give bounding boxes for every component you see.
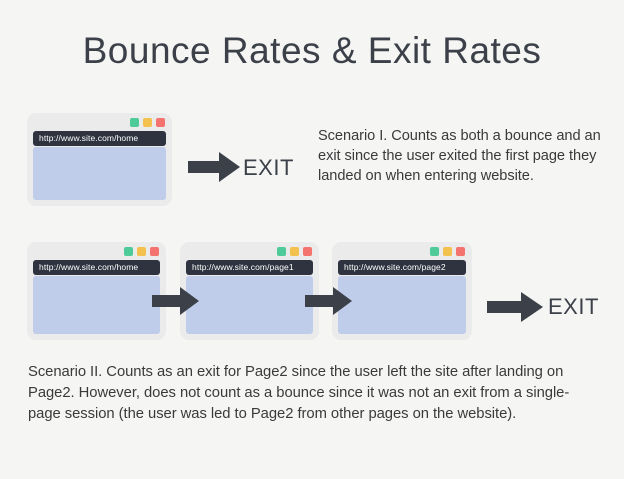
- scenario-one-description: Scenario I. Counts as both a bounce and …: [318, 128, 601, 184]
- url-bar[interactable]: http://www.site.com/home: [33, 131, 166, 146]
- maximize-dot[interactable]: [443, 247, 452, 256]
- url-bar[interactable]: http://www.site.com/home: [33, 260, 160, 275]
- flow-arrow-icon-home-to-page1: [152, 287, 199, 315]
- url-bar[interactable]: http://www.site.com/page2: [338, 260, 466, 275]
- scenario-two-description: Scenario II. Counts as an exit for Page2…: [28, 364, 570, 422]
- minimize-dot[interactable]: [277, 247, 286, 256]
- browser-window-page2-scenario-two[interactable]: http://www.site.com/page2: [332, 242, 472, 340]
- browser-window-page1-scenario-two[interactable]: http://www.site.com/page1: [180, 242, 319, 340]
- close-dot[interactable]: [150, 247, 159, 256]
- page-title: Bounce Rates & Exit Rates: [82, 30, 542, 71]
- close-dot[interactable]: [303, 247, 312, 256]
- page-viewport: [33, 147, 166, 200]
- maximize-dot[interactable]: [137, 247, 146, 256]
- exit-arrow-icon-scenario-two: [487, 292, 543, 322]
- page-viewport: [338, 276, 466, 334]
- close-dot[interactable]: [156, 118, 165, 127]
- window-controls: [430, 247, 465, 256]
- maximize-dot[interactable]: [143, 118, 152, 127]
- flow-arrow-icon-page1-to-page2: [305, 287, 352, 315]
- exit-arrow-icon-scenario-one: [188, 152, 240, 182]
- minimize-dot[interactable]: [130, 118, 139, 127]
- window-controls: [277, 247, 312, 256]
- browser-window-home-scenario-two[interactable]: http://www.site.com/home: [27, 242, 166, 340]
- page-viewport: [33, 276, 160, 334]
- page-viewport: [186, 276, 313, 334]
- url-bar[interactable]: http://www.site.com/page1: [186, 260, 313, 275]
- browser-window-home-scenario-one[interactable]: http://www.site.com/home: [27, 113, 172, 206]
- exit-label-scenario-two: EXIT: [548, 294, 599, 319]
- maximize-dot[interactable]: [290, 247, 299, 256]
- minimize-dot[interactable]: [124, 247, 133, 256]
- close-dot[interactable]: [456, 247, 465, 256]
- window-controls: [124, 247, 159, 256]
- exit-label-scenario-one: EXIT: [243, 155, 294, 180]
- minimize-dot[interactable]: [430, 247, 439, 256]
- window-controls: [130, 118, 165, 127]
